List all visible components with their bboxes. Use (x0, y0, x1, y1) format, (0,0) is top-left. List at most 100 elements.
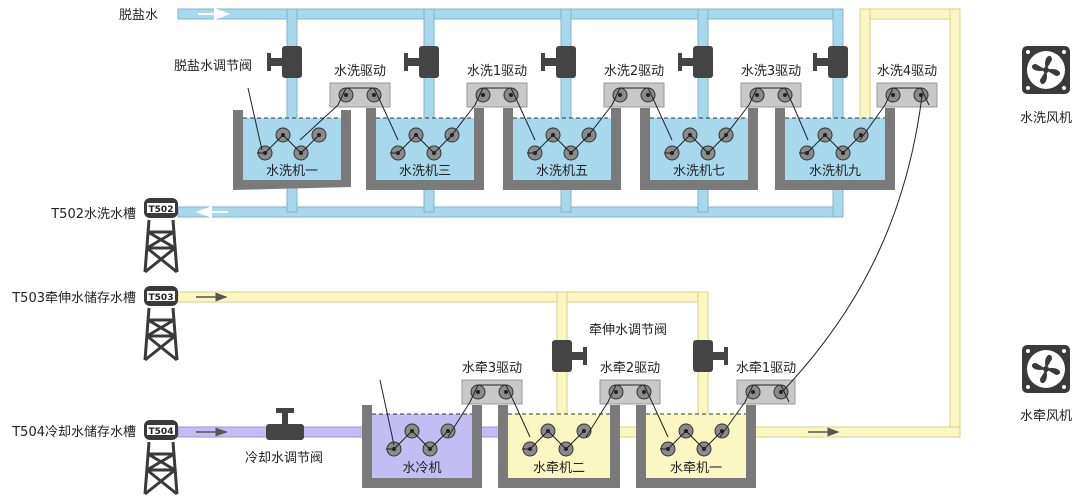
wash-tank-label: 水洗机三 (399, 164, 451, 179)
tow-line (299, 104, 339, 141)
tow-line (381, 104, 399, 141)
tow-line (607, 384, 653, 403)
drive-box-wash-4[interactable]: 水洗4驱动 (876, 64, 938, 108)
desalted-header-pipe (177, 8, 843, 20)
roller-icon (608, 384, 624, 400)
drive-box-draw-3[interactable]: 水牵3驱动 (461, 361, 523, 405)
roller-icon (366, 87, 382, 103)
roller-icon (503, 87, 519, 103)
tow-line (651, 401, 669, 438)
cooling-tank[interactable]: 水冷机 (362, 405, 482, 488)
roller-icon (636, 384, 652, 400)
roller-icon (640, 87, 656, 103)
wash-return-riser (832, 8, 844, 218)
tow-line (527, 134, 590, 154)
tow-line (744, 384, 790, 403)
roller-icon (885, 87, 901, 103)
drive-label: 水洗3驱动 (741, 64, 801, 79)
draw-valve-2[interactable] (693, 340, 728, 372)
wash-return-riser (286, 184, 298, 213)
draw-water-pipe (744, 426, 961, 438)
wash-tank-label: 水洗机九 (809, 164, 861, 179)
roller-icon (612, 87, 628, 103)
desalted-valve-2[interactable] (404, 46, 439, 78)
tower-tag: T502 (149, 205, 174, 215)
draw-fan-label: 水牵风机 (1020, 409, 1072, 424)
drive-box-wash-1[interactable]: 水洗1驱动 (466, 64, 528, 108)
desalted-valve-4[interactable] (678, 46, 713, 78)
tow-line (611, 87, 657, 106)
drive-label: 水牵1驱动 (736, 361, 796, 376)
tow-line (719, 401, 746, 438)
wash-tank-3[interactable]: 水洗机五 (503, 108, 621, 190)
tow-line (474, 87, 520, 106)
cooling-valve[interactable] (266, 408, 304, 440)
roller-icon (338, 87, 354, 103)
draw-valve-1[interactable] (552, 340, 587, 372)
drive-box-wash-3[interactable]: 水洗3驱动 (740, 64, 802, 108)
drive-label: 水牵2驱动 (600, 361, 660, 376)
water-tower-icon[interactable]: T503 (143, 286, 179, 362)
tow-line (447, 401, 471, 438)
roller-icon (745, 384, 761, 400)
roller-icon (475, 87, 491, 103)
bottom-tank-label: 水冷机 (402, 461, 441, 476)
drive-label: 水洗1驱动 (467, 64, 527, 79)
desalted-valve-1[interactable] (267, 46, 302, 78)
t503-header-pipe (177, 291, 709, 303)
drive-box-wash-2[interactable]: 水洗2驱动 (603, 64, 665, 108)
water-tower-icon[interactable]: T502 (143, 198, 179, 274)
desalted-valve-5[interactable] (813, 46, 848, 78)
tow-line (522, 430, 585, 450)
tow-line (469, 384, 515, 403)
t504-label: T504冷却水储存水槽 (11, 425, 136, 440)
draw-valve-label: 牵伸水调节阀 (589, 323, 667, 338)
draw-water-pipe (859, 8, 871, 120)
t502-label: T502水洗水槽 (50, 207, 136, 222)
cooling-valve-label: 冷却水调节阀 (245, 451, 323, 466)
tow-line (799, 134, 862, 154)
wash-tank-4[interactable]: 水洗机七 (640, 108, 758, 190)
tow-line (447, 104, 476, 141)
drive-label: 水牵3驱动 (462, 361, 522, 376)
roller-icon (773, 384, 789, 400)
wash-tank-1[interactable]: 水洗机一 (233, 110, 351, 190)
tower-tag: T504 (149, 427, 174, 437)
roller-icon (470, 384, 486, 400)
wash-tank-2[interactable]: 水洗机三 (366, 108, 484, 190)
desalted-valve-3[interactable] (541, 46, 576, 78)
wash-fan-label: 水洗风机 (1020, 111, 1072, 126)
tow-line (386, 430, 449, 450)
bottom-tank-label: 水牵机一 (670, 461, 722, 476)
tow-line (337, 87, 383, 106)
desalted-water-label: 脱盐水 (119, 8, 158, 23)
tow-line (585, 401, 609, 438)
tow-line (664, 134, 727, 154)
drive-label: 水洗2驱动 (604, 64, 664, 79)
tower-tag: T503 (149, 293, 174, 303)
tow-line (584, 104, 613, 141)
wash-tank-label: 水洗机五 (536, 164, 588, 179)
wash-tank-label: 水洗机七 (673, 164, 725, 179)
tow-line (748, 87, 794, 106)
tow-line (513, 401, 531, 438)
tow-link (781, 95, 923, 393)
drive-box-wash[interactable]: 水洗驱动 (329, 64, 391, 108)
tow-line (884, 87, 930, 106)
draw-fan-icon[interactable] (1022, 345, 1070, 393)
draw-tank-1[interactable]: 水牵机一 (636, 405, 756, 488)
drive-box-draw-2[interactable]: 水牵2驱动 (599, 361, 661, 405)
wash-tank-5[interactable]: 水洗机九 (775, 108, 895, 190)
water-tower-icon[interactable]: T504 (143, 420, 179, 496)
tow-line (859, 104, 886, 141)
wash-fan-icon[interactable] (1022, 46, 1070, 94)
tow-line (390, 134, 453, 154)
roller-icon (749, 87, 765, 103)
bottom-tank-label: 水牵机二 (533, 461, 585, 476)
drive-label: 水洗驱动 (334, 64, 386, 79)
desalted-valve-label: 脱盐水调节阀 (174, 59, 252, 74)
tow-line (792, 104, 809, 141)
tow-line (660, 430, 723, 450)
